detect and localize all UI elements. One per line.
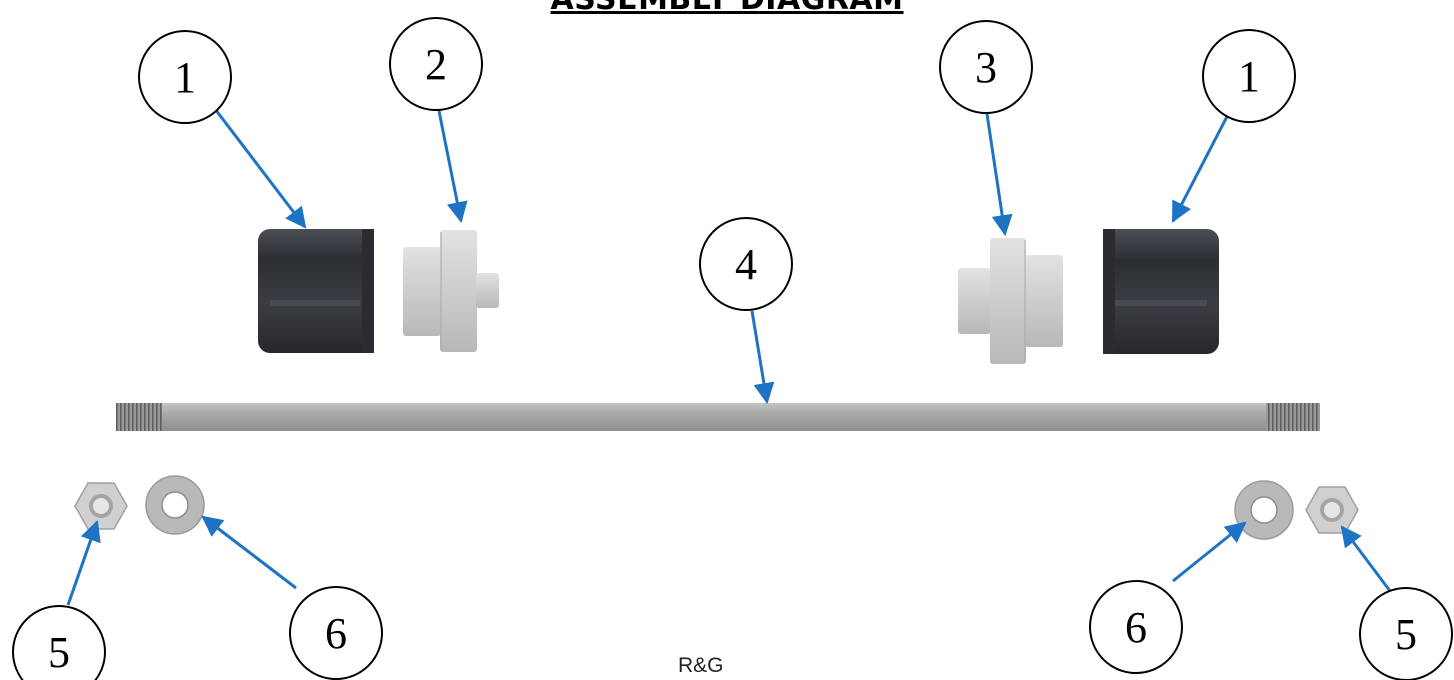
leader-lines xyxy=(66,102,1392,606)
callout-label: 6 xyxy=(325,609,347,658)
callout-2: 2 xyxy=(389,17,483,111)
leader-c5a xyxy=(66,520,101,606)
hex-nut-right xyxy=(1305,486,1359,534)
spacer-right xyxy=(958,238,1063,364)
callout-4: 4 xyxy=(699,217,793,311)
callout-1-left: 1 xyxy=(138,30,232,124)
leader-c2 xyxy=(437,110,468,224)
end-cap-left xyxy=(258,229,374,353)
page-title: ASSEMBLY DIAGRAM xyxy=(0,0,1454,17)
threaded-rod xyxy=(116,403,1320,431)
leader-c3 xyxy=(985,113,1013,237)
callout-6-right: 6 xyxy=(1089,580,1183,674)
leader-c1a xyxy=(210,104,307,229)
leader-c6b xyxy=(1172,521,1247,583)
callout-3: 3 xyxy=(939,20,1033,114)
leader-c4 xyxy=(750,310,775,405)
footer-brand-text: R&G xyxy=(678,654,724,677)
end-cap-right xyxy=(1103,229,1219,354)
washer-right xyxy=(1234,480,1294,540)
hex-nut-left xyxy=(74,482,128,530)
callout-label: 1 xyxy=(174,53,196,102)
callout-label: 2 xyxy=(425,40,447,89)
callout-6-left: 6 xyxy=(289,586,383,680)
callout-label: 5 xyxy=(1395,610,1417,659)
callout-label: 6 xyxy=(1125,603,1147,652)
callout-label: 4 xyxy=(735,240,757,289)
leader-c5b xyxy=(1340,525,1392,592)
callout-1-right: 1 xyxy=(1202,29,1296,123)
callout-5-right: 5 xyxy=(1359,587,1453,680)
leader-c6a xyxy=(201,515,297,590)
callout-5-left: 5 xyxy=(12,605,106,680)
spacer-left xyxy=(403,230,499,352)
callout-label: 5 xyxy=(48,628,70,677)
leader-c1b xyxy=(1171,102,1236,223)
callout-label: 1 xyxy=(1238,52,1260,101)
callout-label: 3 xyxy=(975,43,997,92)
washer-left xyxy=(145,475,205,535)
